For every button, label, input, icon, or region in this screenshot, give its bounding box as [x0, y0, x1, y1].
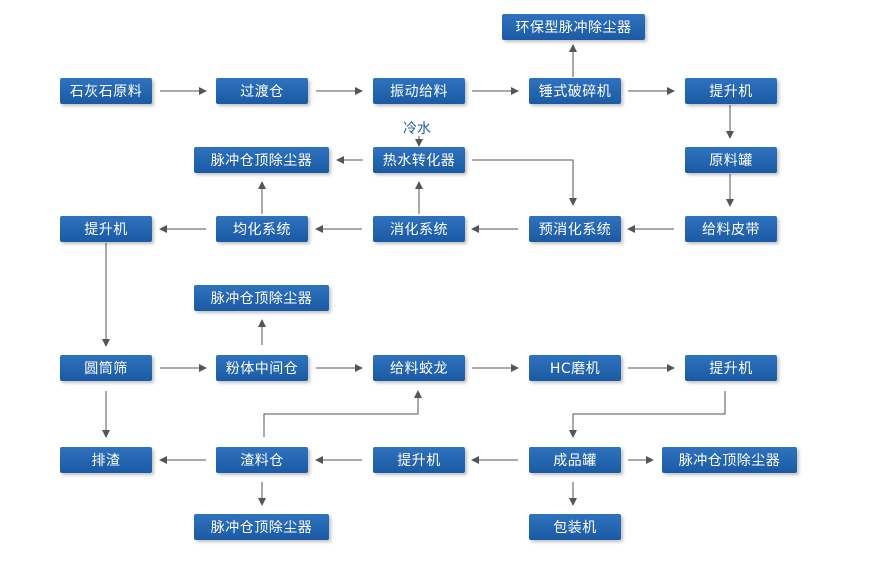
node-env-pulse-dust-collector: 环保型脉冲除尘器 — [502, 14, 645, 40]
node-pulse-dust-collector-4: 脉冲仓顶除尘器 — [194, 514, 329, 540]
node-drum-screen: 圆筒筛 — [60, 355, 152, 381]
node-pulse-dust-collector-2: 脉冲仓顶除尘器 — [194, 285, 329, 311]
node-hot-water-converter: 热水转化器 — [373, 147, 465, 173]
node-slag-bin: 渣料仓 — [216, 447, 308, 473]
arrow-elevator-to-product — [569, 391, 726, 438]
label-cold-water: 冷水 — [403, 121, 431, 137]
arrow-converter-to-predigest — [472, 159, 577, 206]
node-digestion-system: 消化系统 — [373, 216, 465, 242]
node-feed-belt: 给料皮带 — [685, 216, 777, 242]
node-raw-material-tank: 原料罐 — [685, 147, 777, 173]
node-pre-digestion-system: 预消化系统 — [529, 216, 621, 242]
node-elevator-1: 提升机 — [685, 78, 777, 104]
node-elevator-4: 提升机 — [373, 447, 465, 473]
node-product-tank: 成品罐 — [529, 447, 621, 473]
node-hc-mill: HC磨机 — [529, 355, 621, 381]
node-pulse-dust-collector-1: 脉冲仓顶除尘器 — [194, 147, 329, 173]
node-limestone: 石灰石原料 — [60, 78, 152, 104]
node-hammer-crusher: 锤式破碎机 — [529, 78, 621, 104]
arrow-slagbin-to-screw — [263, 390, 422, 437]
node-packing-machine: 包装机 — [529, 514, 621, 540]
node-elevator-2: 提升机 — [60, 216, 152, 242]
node-powder-intermediate-bin: 粉体中间仓 — [216, 355, 308, 381]
node-transition-bin: 过渡仓 — [216, 78, 308, 104]
node-slag-discharge: 排渣 — [60, 447, 152, 473]
node-pulse-dust-collector-3: 脉冲仓顶除尘器 — [662, 447, 797, 473]
node-vibrating-feeder: 振动给料 — [373, 78, 465, 104]
node-elevator-3: 提升机 — [685, 355, 777, 381]
node-screw-feeder: 给料蛟龙 — [373, 355, 465, 381]
node-homogenizing-system: 均化系统 — [216, 216, 308, 242]
